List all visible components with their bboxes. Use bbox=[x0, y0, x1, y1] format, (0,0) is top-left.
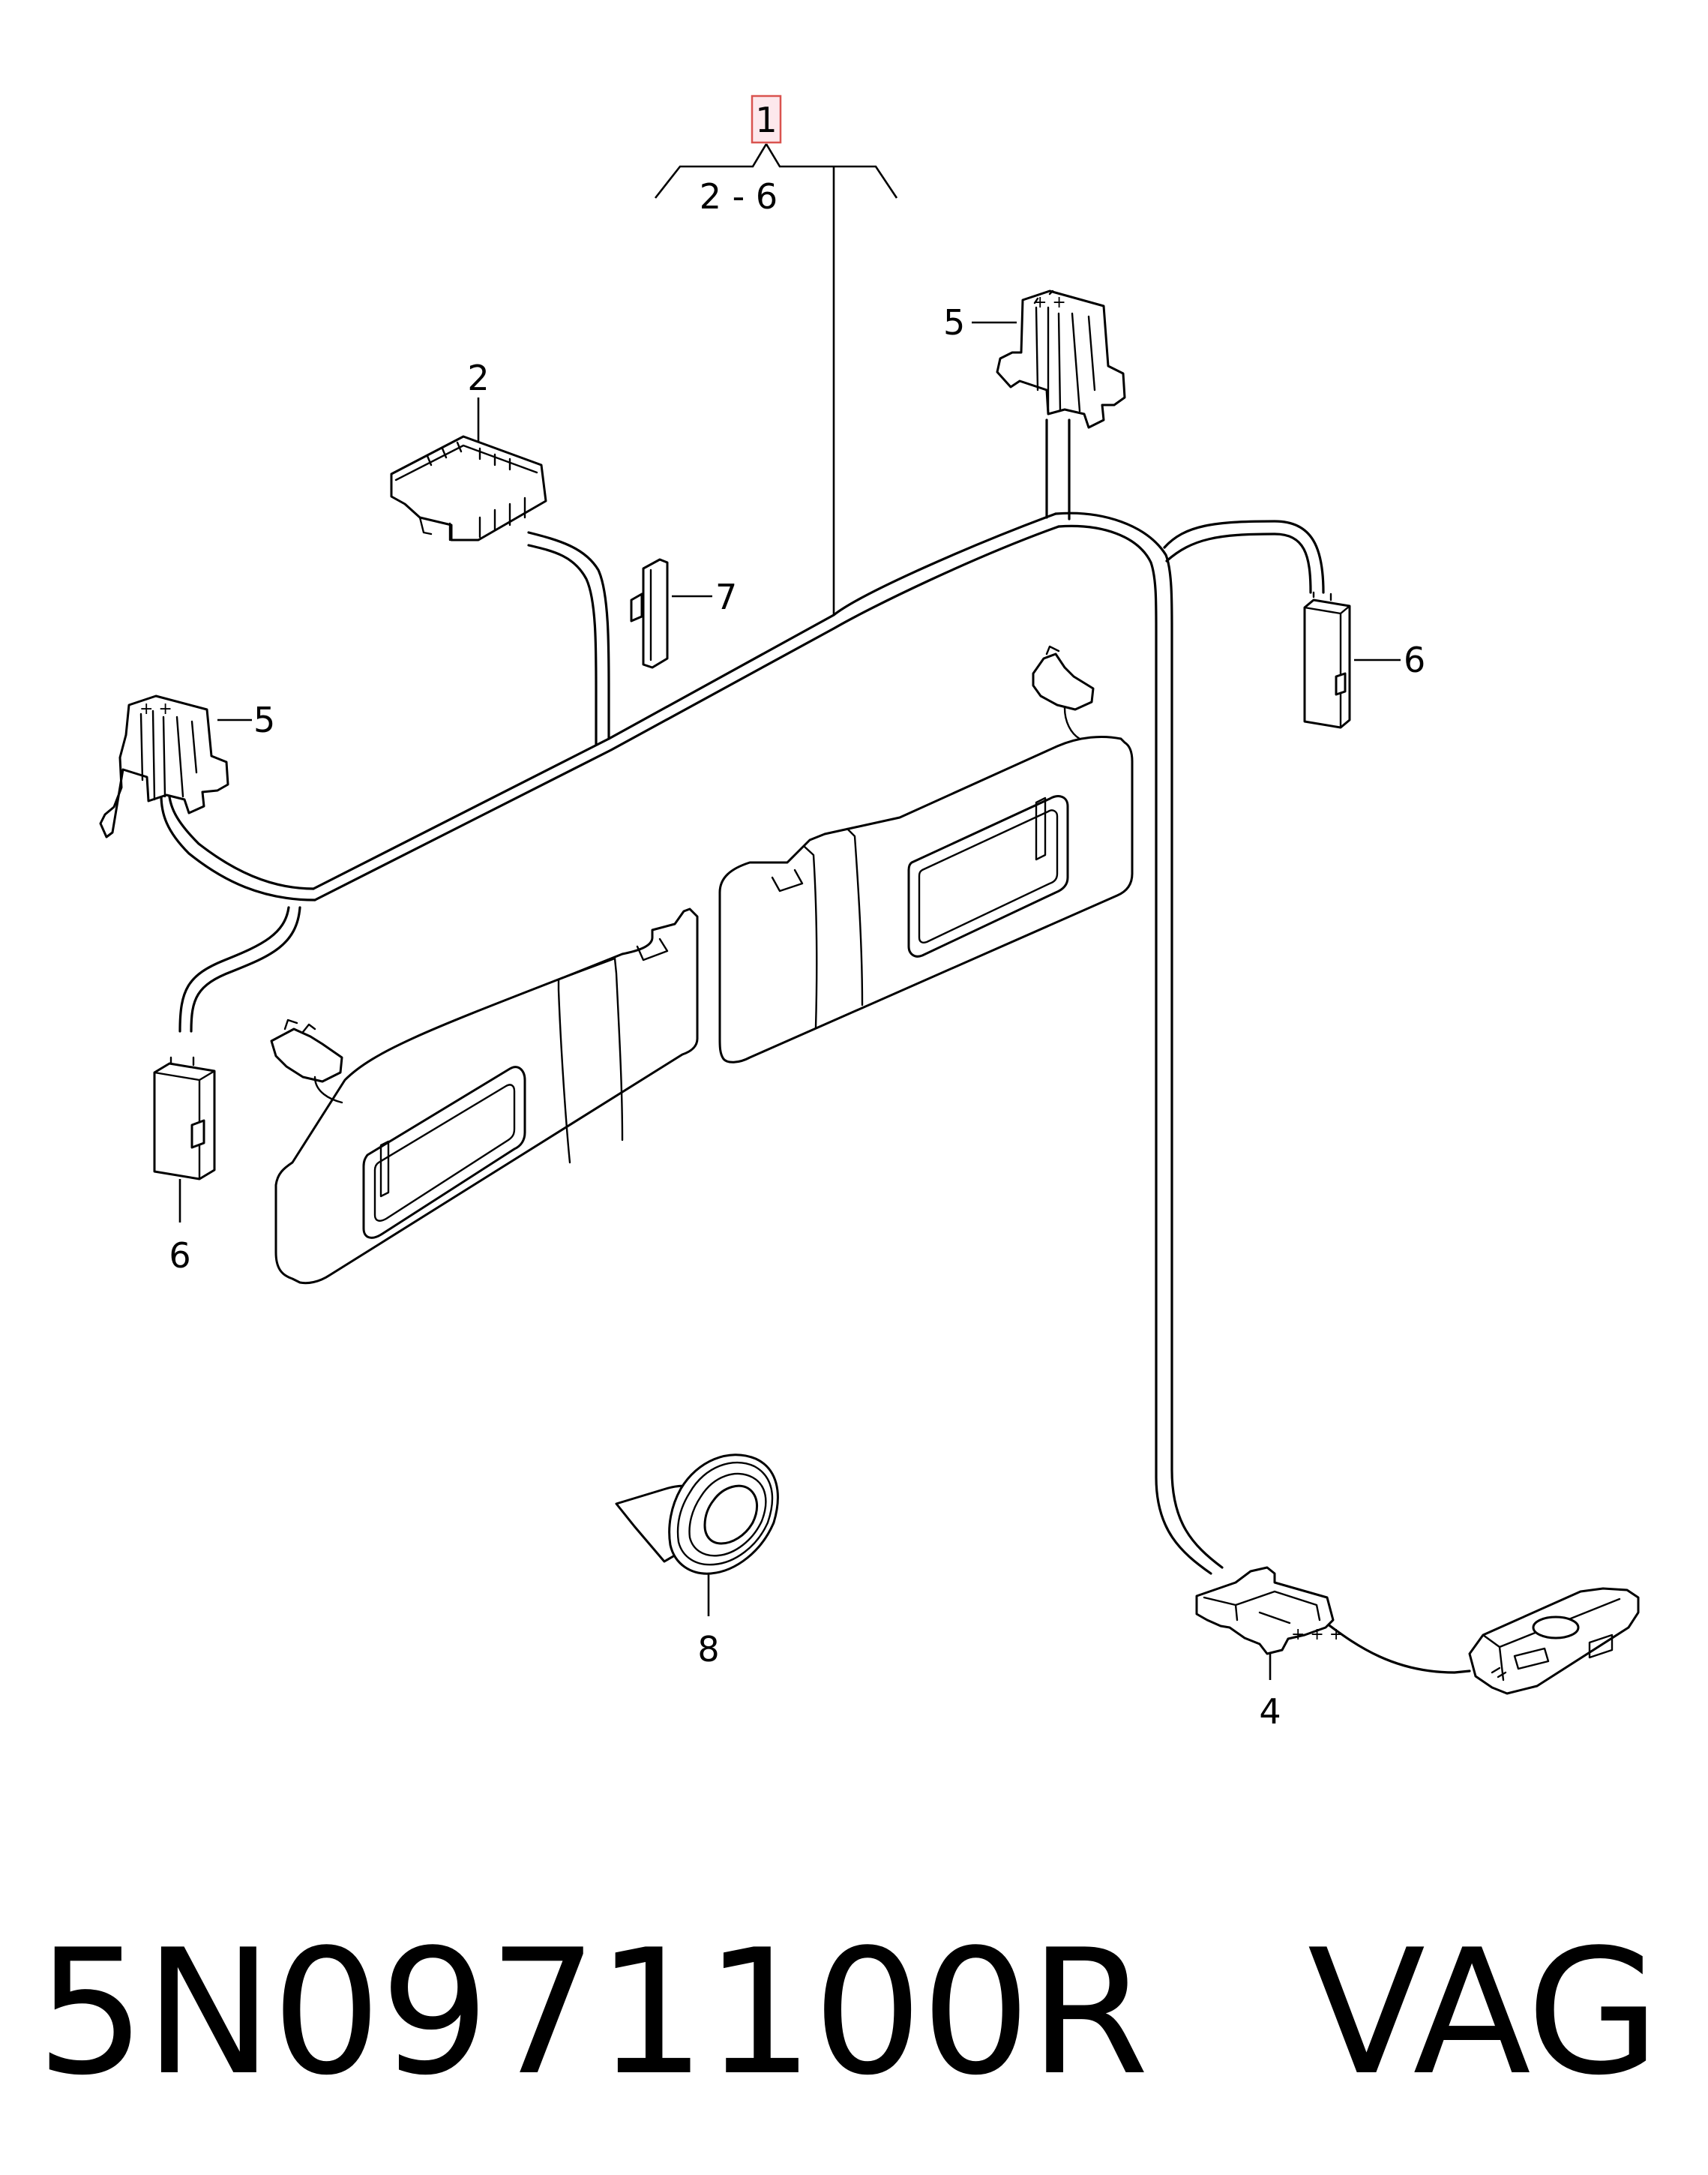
clip-5-top: + + 5 bbox=[943, 290, 1126, 429]
callout-connector-2: 2 bbox=[467, 358, 489, 398]
plus-marks-left-clip: + + bbox=[139, 700, 172, 718]
callout-main-label: 1 bbox=[755, 100, 777, 140]
callout-plug-6-left: 6 bbox=[169, 1235, 190, 1276]
tape-roll-8: 8 bbox=[615, 1454, 779, 1670]
plug-6-left: 6 bbox=[153, 1056, 216, 1276]
callout-tape-8: 8 bbox=[697, 1629, 719, 1670]
clip-5-left: + + 5 bbox=[99, 694, 275, 838]
plus-marks-holder: + + + bbox=[1291, 1625, 1343, 1644]
callout-clip-5-top: 5 bbox=[943, 302, 965, 343]
callout-range-label: 2 - 6 bbox=[700, 176, 778, 217]
callout-main-box bbox=[751, 94, 782, 144]
callout-clip-7: 7 bbox=[715, 577, 737, 617]
interior-light bbox=[1468, 1587, 1640, 1695]
callout-clip-5-left: 5 bbox=[253, 700, 275, 740]
callout-plug-6-right: 6 bbox=[1404, 640, 1425, 680]
harness-wires bbox=[160, 418, 1471, 1674]
clip-7: 7 bbox=[630, 558, 737, 669]
callout-holder-4: 4 bbox=[1259, 1691, 1281, 1732]
holder-4: + + + 4 bbox=[1195, 1566, 1343, 1732]
plus-marks-top-clip: + + bbox=[1033, 293, 1066, 312]
connector-2: 2 bbox=[390, 358, 547, 542]
part-number-label: 5N0971100R VAG bbox=[36, 1913, 1660, 2114]
sun-visor-left bbox=[270, 908, 699, 1285]
callout-main: 1 bbox=[654, 94, 898, 615]
plug-6-right: 6 bbox=[1303, 591, 1425, 729]
sun-visor-right bbox=[718, 645, 1134, 1064]
